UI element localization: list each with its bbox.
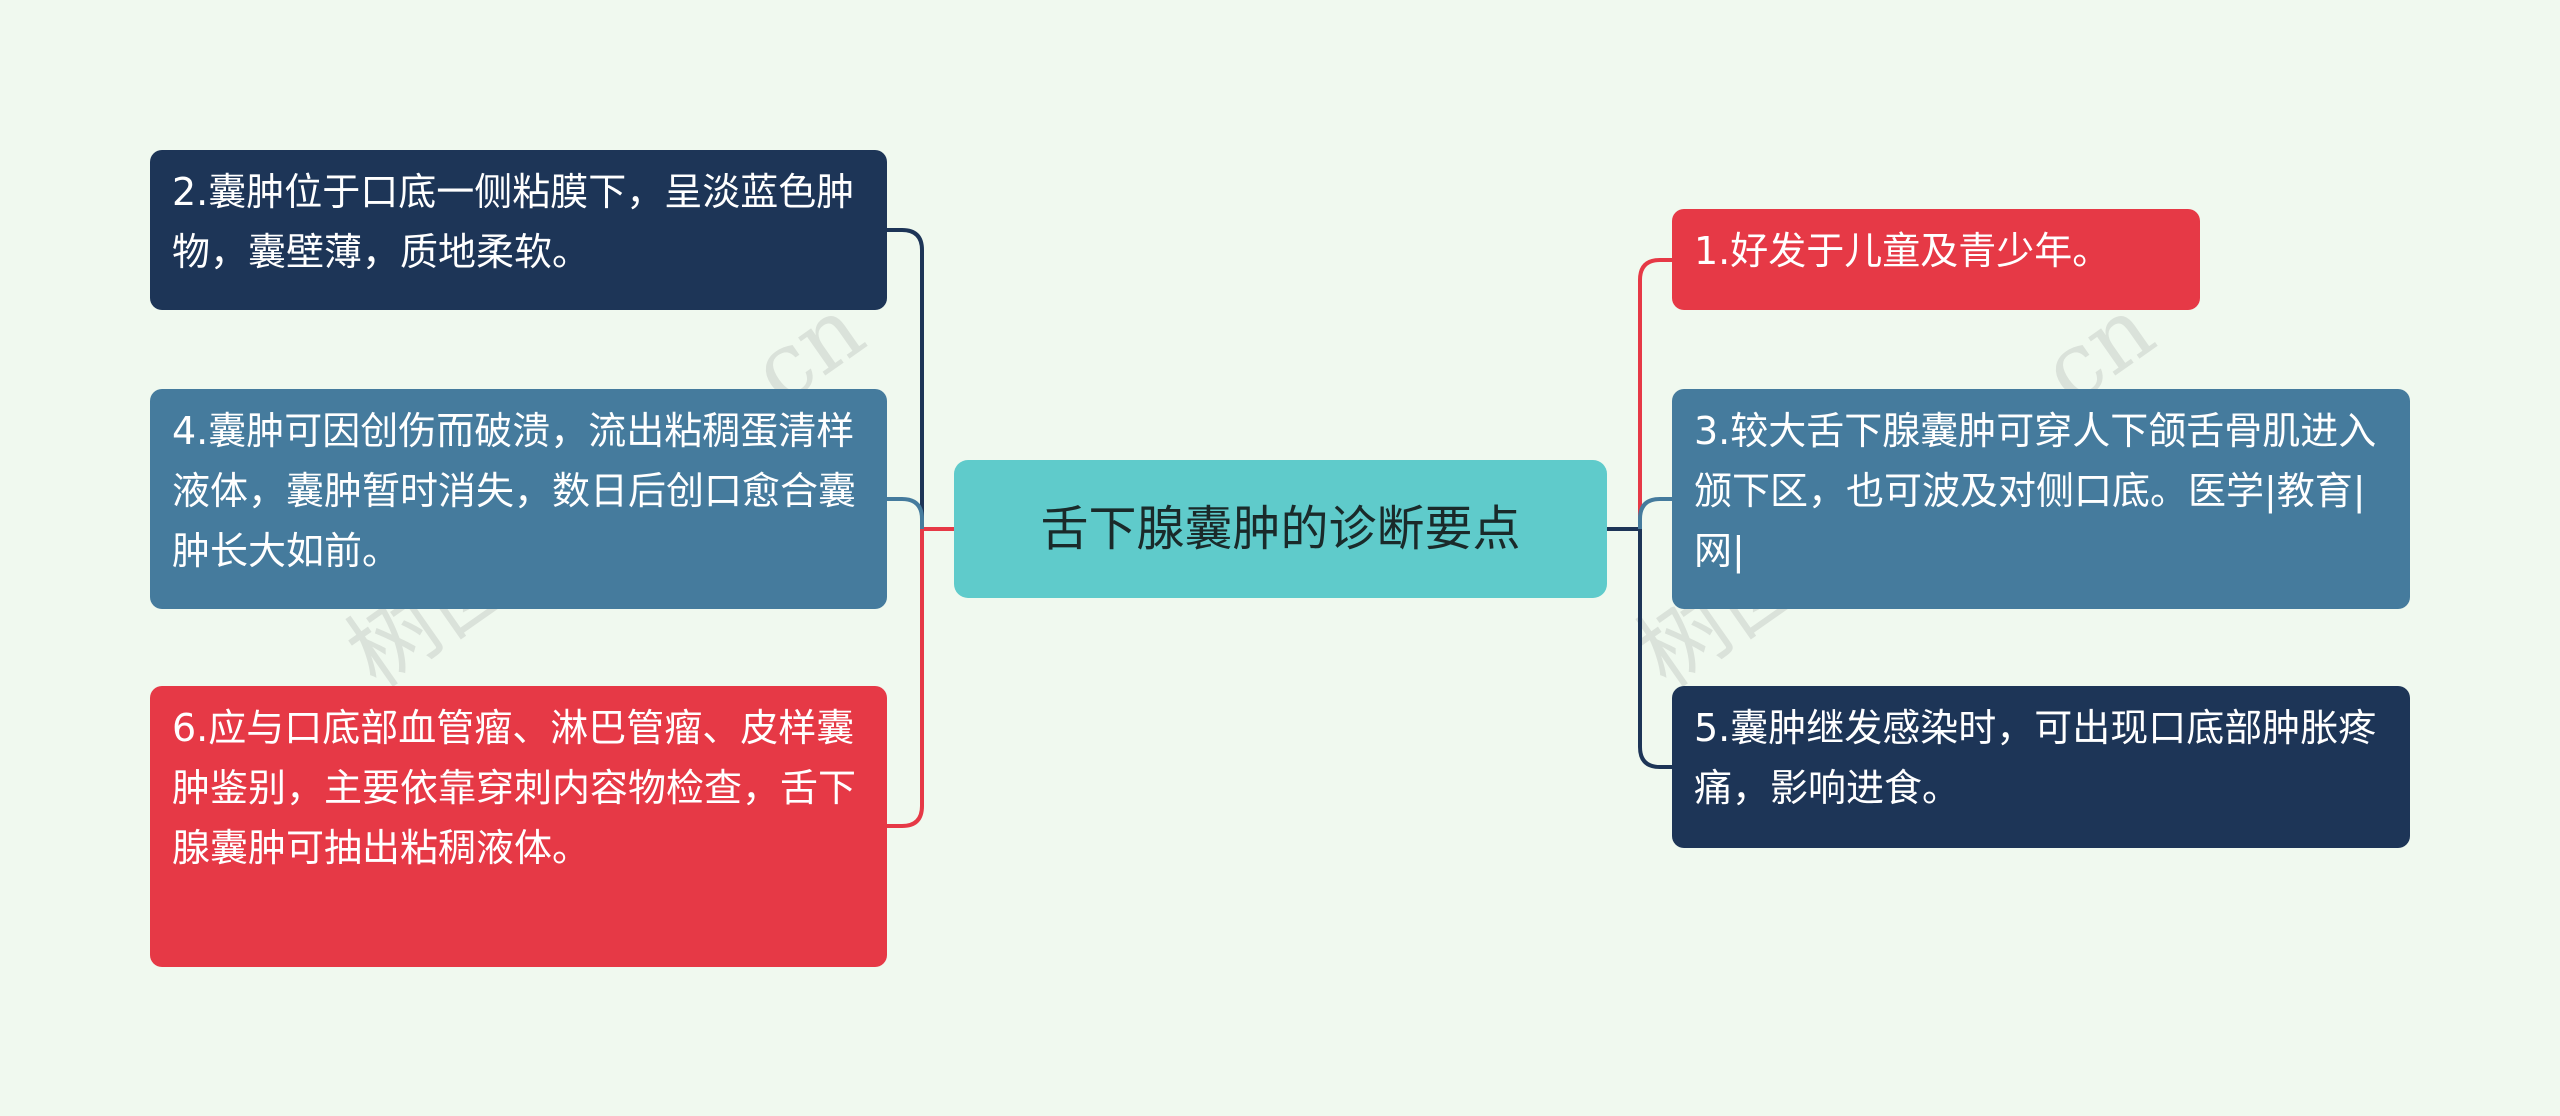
connector-node-2 <box>887 228 924 529</box>
topic-node-1[interactable]: 1.好发于儿童及青少年。 <box>1672 209 2200 310</box>
topic-node-2[interactable]: 2.囊肿位于口底一侧粘膜下，呈淡蓝色肿物，囊壁薄，质地柔软。 <box>150 150 887 310</box>
topic-text: 5.囊肿继发感染时，可出现口底部肿胀疼痛，影响进食。 <box>1694 706 2377 810</box>
topic-node-4[interactable]: 4.囊肿可因创伤而破溃，流出粘稠蛋清样液体，囊肿暂时消失，数日后创口愈合囊肿长大… <box>150 389 887 609</box>
topic-text: 6.应与口底部血管瘤、淋巴管瘤、皮样囊肿鉴别，主要依靠穿刺内容物检查，舌下腺囊肿… <box>172 706 857 870</box>
connector-node-3 <box>1638 497 1672 529</box>
connector-node-6 <box>887 529 924 828</box>
topic-node-3[interactable]: 3.较大舌下腺囊肿可穿人下颌舌骨肌进入颁下区，也可波及对侧口底。医学|教育|网| <box>1672 389 2410 609</box>
central-topic[interactable]: 舌下腺囊肿的诊断要点 <box>954 460 1607 598</box>
topic-text: 2.囊肿位于口底一侧粘膜下，呈淡蓝色肿物，囊壁薄，质地柔软。 <box>172 170 855 274</box>
topic-node-6[interactable]: 6.应与口底部血管瘤、淋巴管瘤、皮样囊肿鉴别，主要依靠穿刺内容物检查，舌下腺囊肿… <box>150 686 887 967</box>
topic-text: 3.较大舌下腺囊肿可穿人下颌舌骨肌进入颁下区，也可波及对侧口底。医学|教育|网| <box>1694 409 2377 573</box>
topic-text: 4.囊肿可因创伤而破溃，流出粘稠蛋清样液体，囊肿暂时消失，数日后创口愈合囊肿长大… <box>172 409 857 573</box>
connector-node-5 <box>1638 529 1672 769</box>
topic-text: 1.好发于儿童及青少年。 <box>1694 229 2111 273</box>
central-topic-label: 舌下腺囊肿的诊断要点 <box>1040 501 1521 557</box>
topic-node-5[interactable]: 5.囊肿继发感染时，可出现口底部肿胀疼痛，影响进食。 <box>1672 686 2410 848</box>
connector-node-4 <box>887 497 924 529</box>
connector-node-1 <box>1638 258 1672 529</box>
